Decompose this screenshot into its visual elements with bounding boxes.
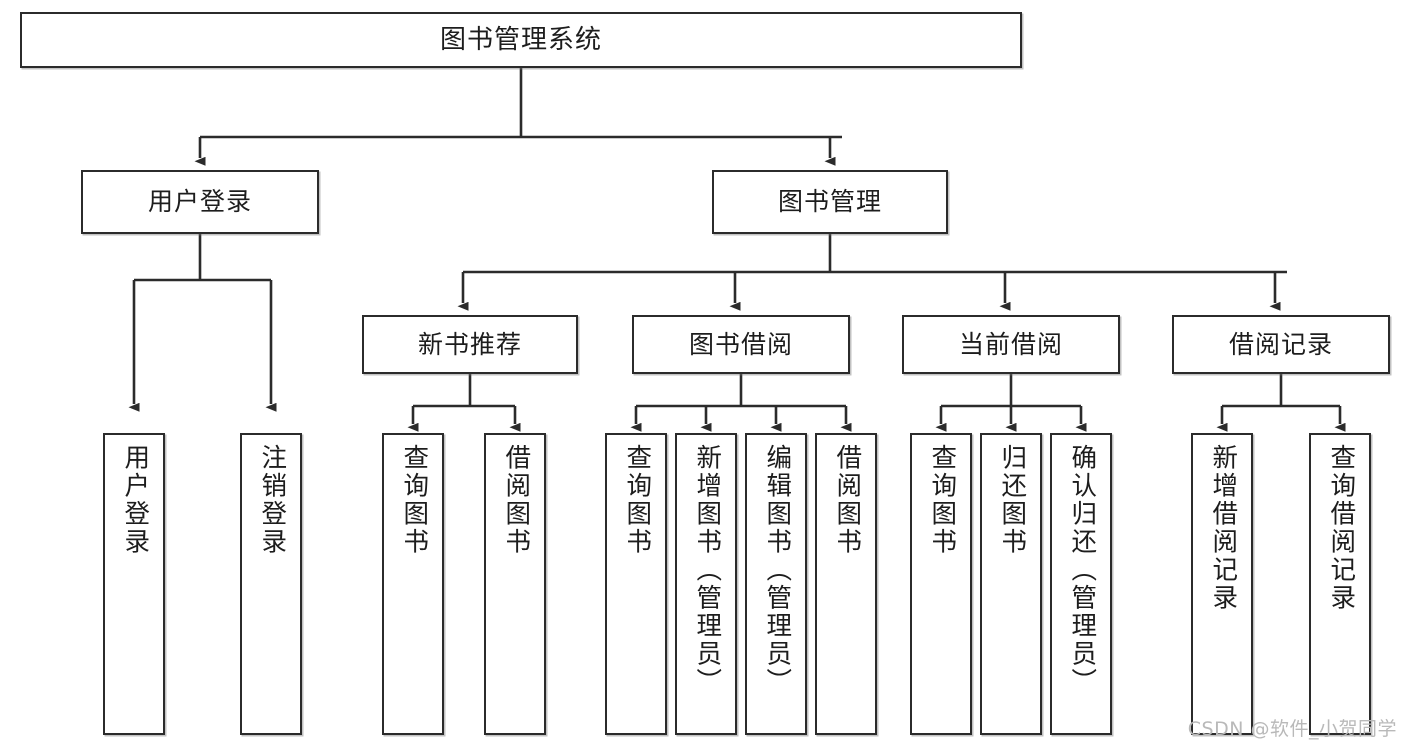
node-leaf-borrow-book-2-label: 借阅图书 (831, 444, 862, 556)
node-leaf-add-record[interactable]: 新增借阅记录 (1191, 433, 1253, 735)
node-leaf-edit-book[interactable]: 编辑图书（管理员） (745, 433, 807, 735)
node-new-book-rec[interactable]: 新书推荐 (362, 315, 578, 374)
node-leaf-edit-book-label: 编辑图书（管理员） (761, 444, 792, 696)
node-leaf-return-book[interactable]: 归还图书 (980, 433, 1042, 735)
node-leaf-confirm-return[interactable]: 确认归还（管理员） (1050, 433, 1112, 735)
node-leaf-borrow-book-1[interactable]: 借阅图书 (484, 433, 546, 735)
node-book-borrow[interactable]: 图书借阅 (632, 315, 850, 374)
node-leaf-query-record[interactable]: 查询借阅记录 (1309, 433, 1371, 735)
node-leaf-query-book-1-label: 查询图书 (398, 444, 429, 556)
node-leaf-user-login-label: 用户登录 (119, 444, 150, 556)
node-borrow-record[interactable]: 借阅记录 (1172, 315, 1390, 374)
node-root-label: 图书管理系统 (439, 24, 602, 55)
node-leaf-add-record-label: 新增借阅记录 (1207, 444, 1238, 612)
node-leaf-query-book-3[interactable]: 查询图书 (910, 433, 972, 735)
node-borrow-record-label: 借阅记录 (1228, 329, 1333, 359)
node-leaf-user-login[interactable]: 用户登录 (103, 433, 165, 735)
node-leaf-add-book[interactable]: 新增图书（管理员） (675, 433, 737, 735)
node-leaf-logout[interactable]: 注销登录 (240, 433, 302, 735)
node-leaf-query-book-2[interactable]: 查询图书 (605, 433, 667, 735)
node-current-borrow[interactable]: 当前借阅 (902, 315, 1120, 374)
node-new-book-rec-label: 新书推荐 (417, 329, 522, 359)
node-leaf-add-book-label: 新增图书（管理员） (691, 444, 722, 696)
node-book-borrow-label: 图书借阅 (688, 329, 793, 359)
node-leaf-logout-label: 注销登录 (256, 444, 287, 556)
node-user-login[interactable]: 用户登录 (81, 170, 319, 234)
node-root[interactable]: 图书管理系统 (20, 12, 1022, 68)
node-leaf-return-book-label: 归还图书 (996, 444, 1027, 556)
node-leaf-query-record-label: 查询借阅记录 (1325, 444, 1356, 612)
node-user-login-label: 用户登录 (147, 187, 252, 217)
node-leaf-query-book-3-label: 查询图书 (926, 444, 957, 556)
node-current-borrow-label: 当前借阅 (958, 329, 1063, 359)
node-leaf-borrow-book-1-label: 借阅图书 (500, 444, 531, 556)
node-leaf-confirm-return-label: 确认归还（管理员） (1066, 444, 1097, 696)
node-leaf-query-book-1[interactable]: 查询图书 (382, 433, 444, 735)
node-leaf-borrow-book-2[interactable]: 借阅图书 (815, 433, 877, 735)
node-leaf-query-book-2-label: 查询图书 (621, 444, 652, 556)
watermark-text: CSDN @软件_小贺同学 (1187, 718, 1397, 740)
node-book-manage[interactable]: 图书管理 (712, 170, 948, 234)
node-book-manage-label: 图书管理 (777, 187, 882, 217)
